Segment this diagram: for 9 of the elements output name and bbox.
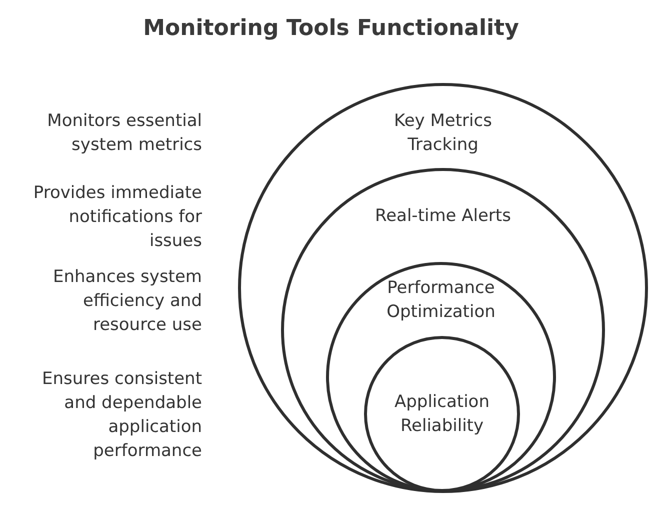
title: Monitoring Tools Functionality — [142, 16, 520, 41]
description-text: Enhances system efficiency and resource use — [52, 266, 202, 337]
circle-label: Performance Optimization — [386, 277, 496, 324]
circle-label: Application Reliability — [394, 391, 490, 438]
description-text: Provides immediate notifications for issues — [32, 182, 202, 253]
circle-label: Key Metrics Tracking — [393, 110, 493, 157]
description-text: Monitors essential system metrics — [46, 110, 202, 157]
circle-label: Real-time Alerts — [374, 205, 512, 228]
description-text: Ensures consistent and dependable application performance — [40, 368, 202, 463]
